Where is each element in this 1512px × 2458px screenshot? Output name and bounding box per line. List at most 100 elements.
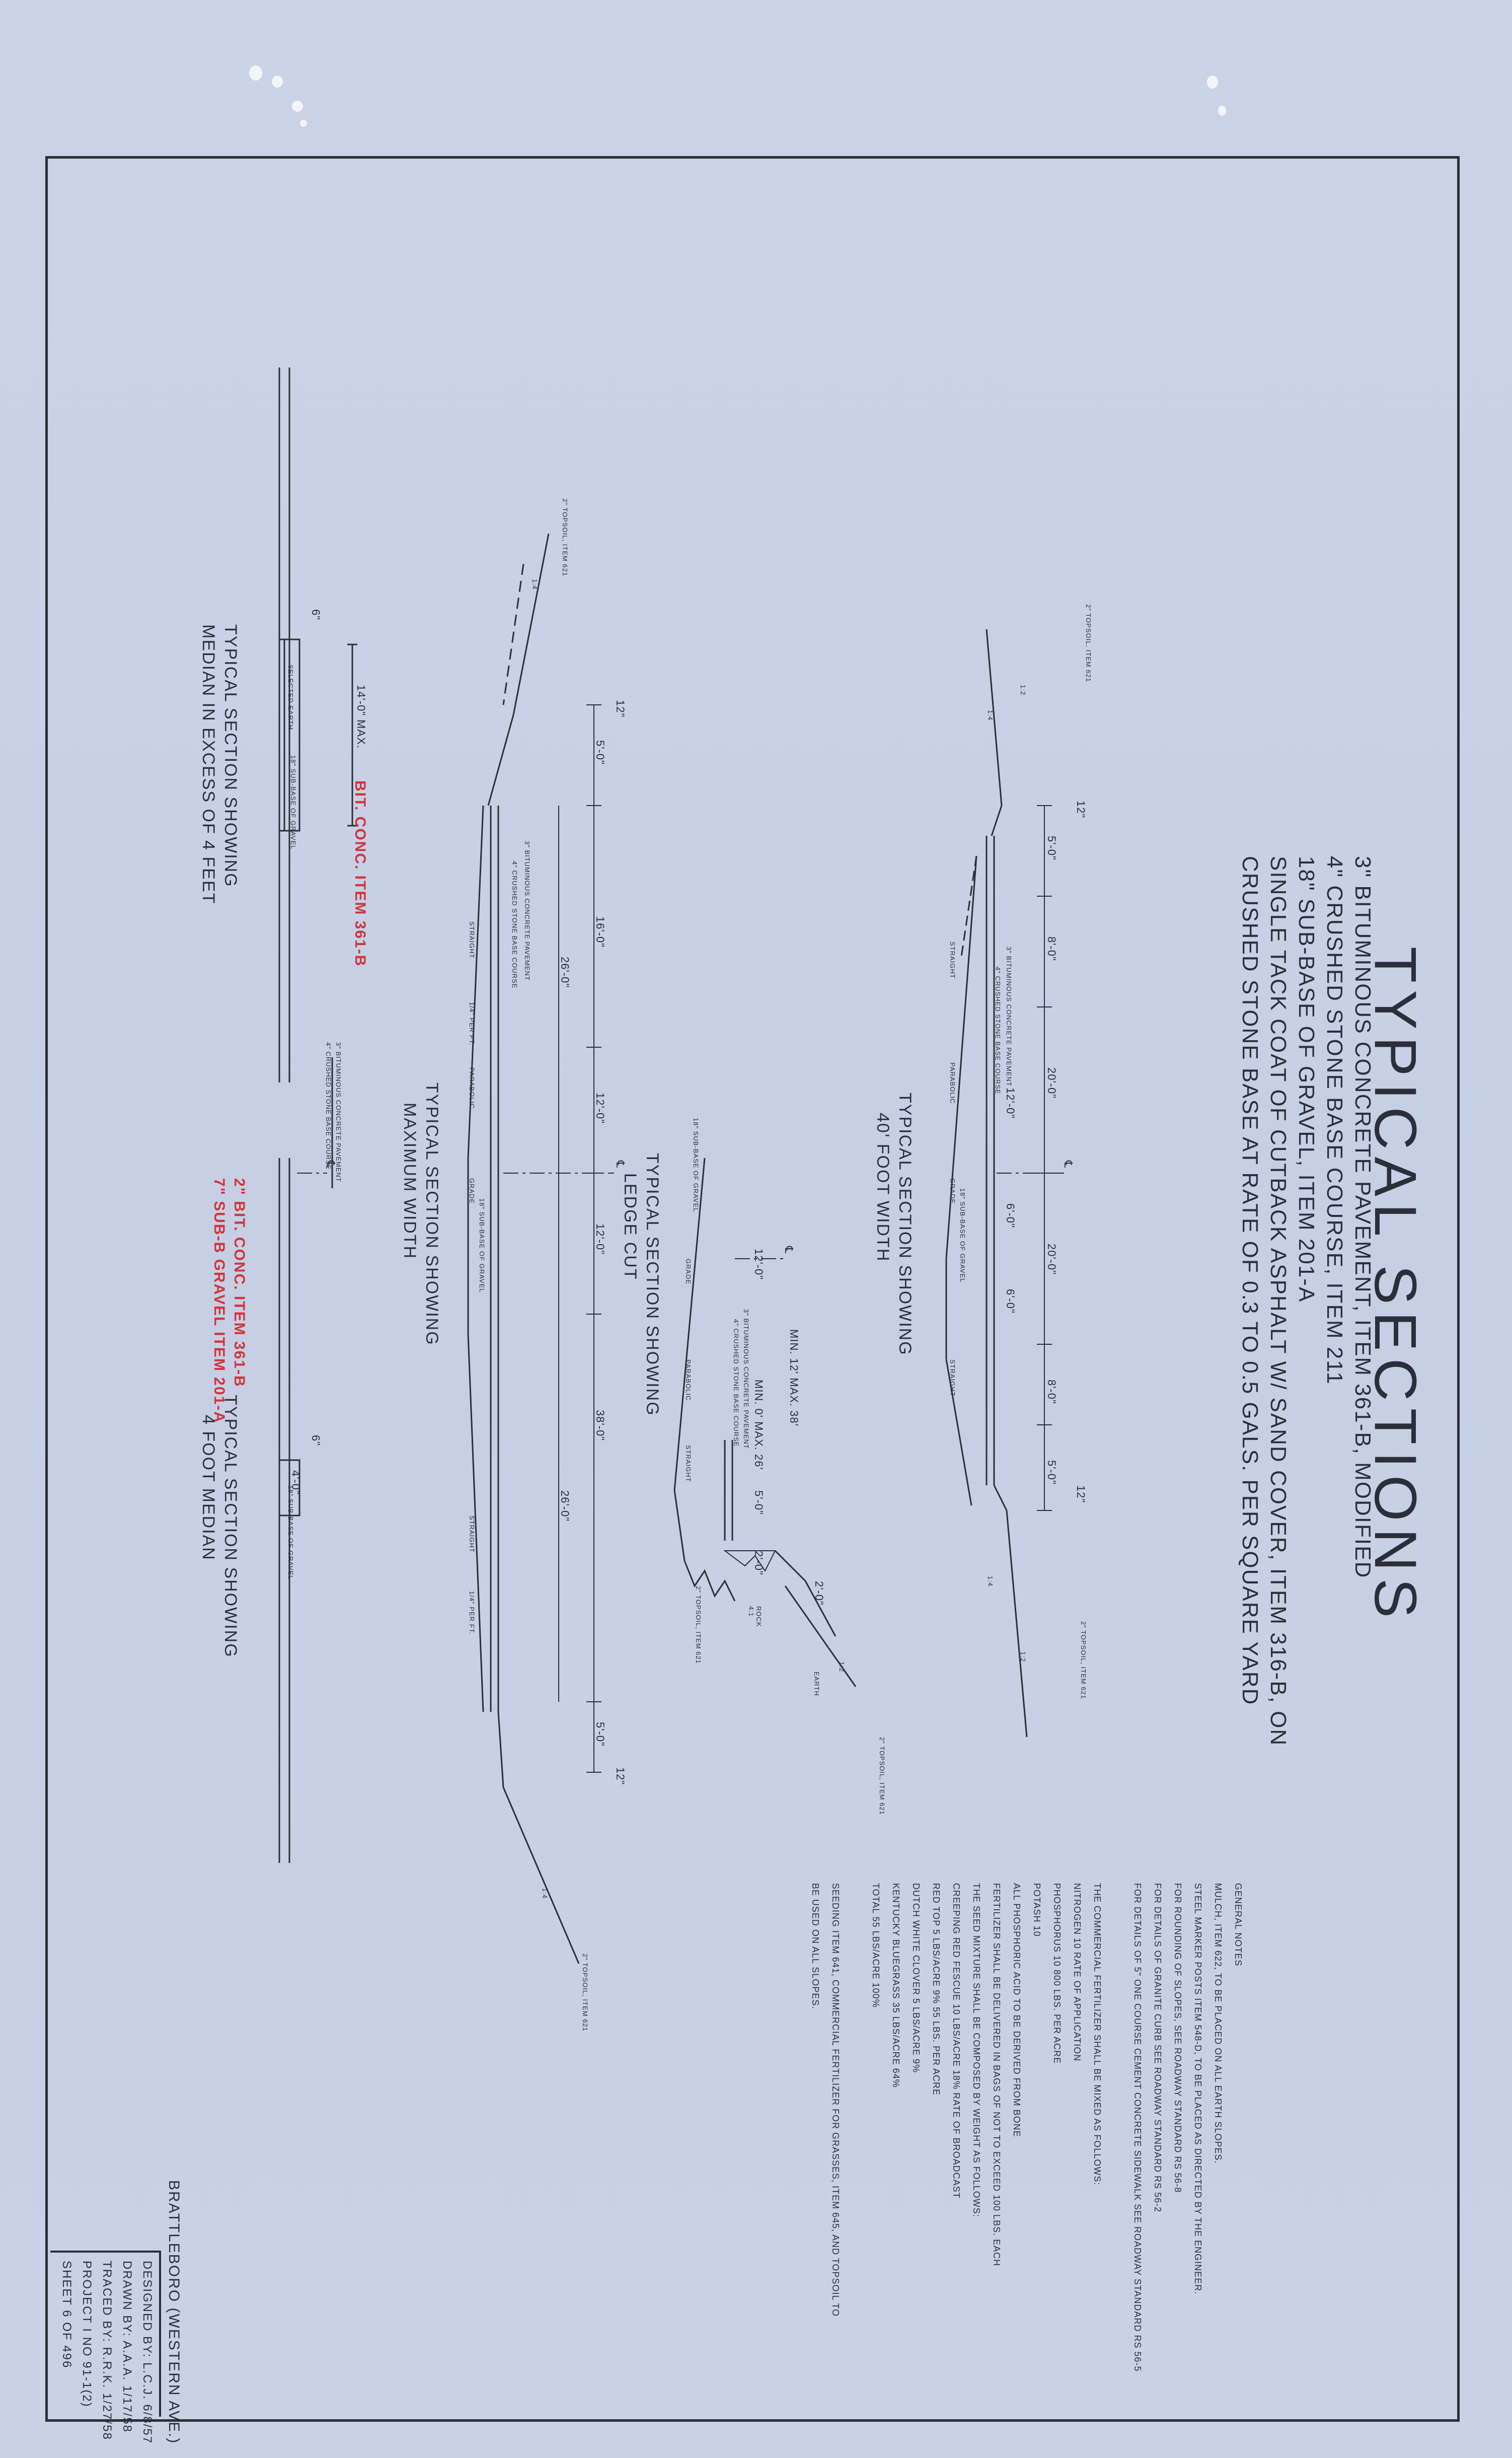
slope-ratio: 1:4	[531, 579, 539, 590]
red-note-text: BIT. CONC. ITEM 361-B	[352, 780, 368, 967]
slope-label: 1/4" PER FT.	[468, 1002, 476, 1046]
notes-line: NITROGEN 10 RATE OF APPLICATION	[1072, 1883, 1082, 2062]
title-block-fields: DESIGNED BY: L.C.J. 6/8/57 DRAWN BY: A.A…	[56, 2261, 157, 2444]
dim-label: 20'-0"	[1045, 1244, 1058, 1275]
dim-label: 5'-0"	[752, 1490, 765, 1515]
topsoil-label: 2" TOPSOIL, ITEM 621	[561, 498, 569, 576]
section-40ft-lines	[945, 629, 1028, 1738]
slope-ratio: 1:2	[1019, 1651, 1027, 1662]
red-note-4ft: 2" BIT. CONC. ITEM 361-B 7" SUB-B GRAVEL…	[209, 1178, 249, 1423]
selected-earth-label: SELECTED EARTH	[287, 665, 294, 731]
dim-label: 5'-0"	[1045, 1460, 1058, 1485]
centerline-symbol: ℄	[325, 1161, 337, 1169]
red-note-median: BIT. CONC. ITEM 361-B	[350, 780, 370, 967]
dim-label: 12'-0"	[594, 1093, 607, 1124]
notes-line: RED TOP 5 LBS/ACRE 9% 55 LBS. PER ACRE	[931, 1883, 941, 2096]
slope-ratio: 4:1	[747, 1606, 755, 1617]
slope-ratio: 1:4	[987, 710, 994, 721]
base-label: 4" CRUSHED STONE BASE COURSE	[511, 861, 518, 989]
punch-hole	[1207, 76, 1218, 89]
caption-line: MEDIAN IN EXCESS OF 4 FEET	[199, 624, 218, 905]
notes-line: CREEPING RED FESCUE 10 LBS/ACRE 18% RATE…	[951, 1883, 961, 2199]
dim-label: 14'-0" MAX.	[355, 685, 367, 749]
notes-line: TOTAL 55 LBS/ACRE 100%	[871, 1883, 881, 2008]
slope-ratio: 1:4	[541, 1888, 549, 1899]
dim-label: 6'-0"	[1004, 1203, 1017, 1228]
dim-label: 12"	[1075, 801, 1087, 819]
title-spec-line: CRUSHED STONE BASE AT RATE OF 0.3 TO 0.5…	[1238, 856, 1262, 1706]
general-notes: GENERAL NOTES MULCH, ITEM 622, TO BE PLA…	[805, 1883, 1248, 2372]
dim-label: 12"	[614, 1767, 627, 1785]
dim-label: 12'-0"	[752, 1249, 765, 1280]
caption-line: 40' FOOT WIDTH	[873, 1113, 892, 1262]
centerline-marks	[297, 1173, 1067, 1259]
sheet-number: SHEET 6 OF 496	[60, 2261, 73, 2369]
notes-line: POTASH 10	[1032, 1883, 1042, 1937]
notes-line: ALL PHOSPHORIC ACID TO BE DERIVED FROM B…	[1012, 1883, 1022, 2137]
base-label: 4" CRUSHED STONE BASE COURSE	[994, 967, 1002, 1095]
caption-4ft-median: TYPICAL SECTION SHOWING 4 FOOT MEDIAN	[197, 1395, 242, 1658]
subbase-label: 18" SUB-BASE OF GRAVEL	[478, 1198, 486, 1293]
red-note-text: 7" SUB-B GRAVEL ITEM 201-A	[211, 1178, 228, 1423]
straight-label: STRAIGHT	[949, 942, 956, 979]
caption-line: TYPICAL SECTION SHOWING	[895, 1093, 915, 1356]
notes-line: THE COMMERCIAL FERTILIZER SHALL BE MIXED…	[1092, 1883, 1102, 2186]
slope-ratio: 1:2	[838, 1661, 846, 1673]
dim-label: 6'-0"	[1004, 1289, 1017, 1314]
designed-by: DESIGNED BY: L.C.J. 6/8/57	[140, 2261, 154, 2444]
slope-label: 1/4" PER FT.	[468, 1591, 476, 1635]
project-name: BRATTLEBORO (WESTERN AVE.)	[166, 2180, 182, 2444]
topsoil-label: 2" TOPSOIL, ITEM 621	[581, 1954, 589, 2032]
caption-40ft: TYPICAL SECTION SHOWING 40' FOOT WIDTH	[872, 1093, 916, 1356]
centerline-symbol: ℄	[1062, 1161, 1075, 1169]
notes-line: BE USED ON ALL SLOPES.	[810, 1883, 820, 2009]
notes-heading: GENERAL NOTES	[1233, 1883, 1243, 1967]
dim-label: 26'-0"	[559, 1490, 571, 1522]
dim-label: 2'-0"	[752, 1551, 765, 1575]
section-40ft-dims	[1037, 805, 1052, 1511]
caption-line: TYPICAL SECTION SHOWING	[221, 1395, 240, 1658]
dim-label: MIN. 0' MAX. 26'	[752, 1380, 765, 1470]
topsoil-label: 2" TOPSOIL, ITEM 621	[1080, 1621, 1087, 1699]
grade-label: GRADE	[685, 1259, 692, 1285]
dim-label: 12'-0"	[594, 1223, 607, 1255]
title-spec-line: SINGLE TACK COAT OF CUTBACK ASPHALT W/ S…	[1266, 856, 1291, 1747]
caption-line: 4 FOOT MEDIAN	[199, 1415, 218, 1561]
parabolic-label: PARABOLIC	[468, 1067, 476, 1109]
punch-hole	[272, 76, 283, 88]
dim-label: 26'-0"	[559, 957, 571, 988]
punch-hole	[292, 101, 303, 112]
slope-ratio: 1:4	[987, 1576, 994, 1587]
straight-label: STRAIGHT	[468, 1515, 476, 1553]
dim-label: 12"	[614, 700, 627, 718]
caption-line: MAXIMUM WIDTH	[400, 1103, 419, 1260]
caption-line: TYPICAL SECTION SHOWING	[643, 1153, 662, 1416]
dim-label: 8'-0"	[1045, 936, 1058, 961]
caption-max: TYPICAL SECTION SHOWING MAXIMUM WIDTH	[399, 1082, 443, 1346]
punch-hole	[300, 120, 307, 127]
title-specs: 3" BITUMINOUS CONCRETE PAVEMENT, ITEM 36…	[1236, 856, 1377, 1746]
caption-line: TYPICAL SECTION SHOWING	[221, 624, 240, 888]
dim-label: MIN. 12' MAX. 38'	[788, 1329, 800, 1426]
notes-line: PHOSPHORUS 10 800 LBS. PER ACRE	[1052, 1883, 1062, 2064]
parabolic-label: PARABOLIC	[685, 1359, 692, 1401]
notes-line	[846, 1883, 866, 2372]
project-number: PROJECT I NO 91-1(2)	[80, 2261, 94, 2408]
sheet-border	[45, 156, 1460, 2422]
title-spec-line: 3" BITUMINOUS CONCRETE PAVEMENT, ITEM 36…	[1350, 856, 1375, 1579]
subbase-label: 18" SUB-BASE OF GRAVEL	[692, 1118, 700, 1212]
straight-label: STRAIGHT	[468, 921, 476, 959]
caption-line: LEDGE CUT	[621, 1173, 640, 1280]
dim-label: 6"	[310, 609, 322, 621]
base-label: 4" CRUSHED STONE BASE COURSE	[732, 1319, 740, 1447]
section-ledge-lines	[673, 1158, 857, 1687]
section-median-lines	[278, 368, 357, 1863]
notes-line: STEEL MARKER POSTS ITEM 548-D, TO BE PLA…	[1193, 1883, 1203, 2295]
grade-label: GRADE	[949, 1178, 956, 1204]
topsoil-label: 2" TOPSOIL, ITEM 621	[878, 1737, 886, 1815]
section-max-lines	[467, 533, 580, 1964]
caption-line: TYPICAL SECTION SHOWING	[422, 1082, 441, 1346]
dim-label: 5'-0"	[594, 1722, 607, 1747]
subbase-label: 18" SUB-BASE OF GRAVEL	[287, 1485, 294, 1580]
base-label: 4" CRUSHED STONE BASE COURSE	[325, 1042, 332, 1170]
